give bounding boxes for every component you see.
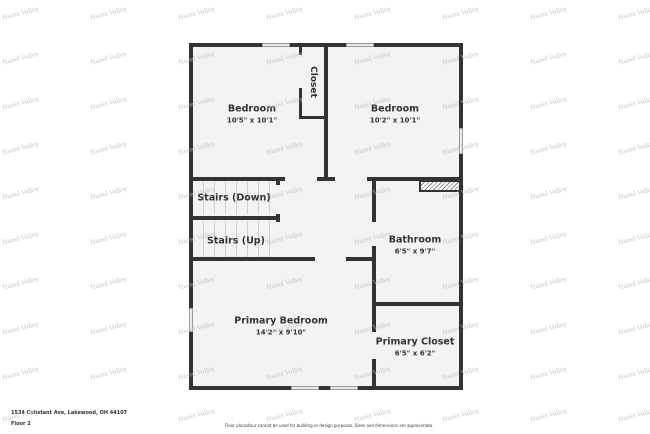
stairs-post-1: [276, 181, 280, 185]
room-label-bedroom-2: Bedroom 10'2" x 10'1": [370, 104, 420, 125]
wall-bedroom-center-bottom: [317, 177, 335, 181]
room-dimensions: 14'2" x 9'10": [255, 328, 307, 337]
window: [459, 128, 463, 154]
wall-stairs-bottom: [189, 257, 315, 261]
closet-wall-left: [299, 43, 302, 55]
room-label-bathroom: Bathroom 6'5" x 9'7": [389, 235, 442, 256]
room-name: Stairs (Down): [197, 192, 271, 204]
wall-bedroom1-bottom: [189, 177, 285, 181]
room-dimensions: 6'5" x 9'7": [394, 247, 436, 256]
window: [262, 43, 290, 47]
room-label-stairs-up: Stairs (Up): [207, 236, 265, 247]
duct-hatch: [419, 180, 461, 192]
room-name: Stairs (Up): [207, 235, 265, 247]
room-name: Primary Closet: [375, 336, 455, 348]
stairs-post-2: [276, 214, 280, 222]
primary-closet-wall-left-bottom: [372, 359, 376, 390]
wall-hall-bottom: [346, 257, 376, 261]
window: [189, 308, 193, 332]
outer-wall-bottom: [189, 386, 463, 390]
closet-wall-bottom: [299, 116, 327, 119]
floor-label: Floor 2: [11, 421, 31, 427]
room-dimensions: 10'2" x 10'1": [369, 116, 421, 125]
stairs-divider: [189, 216, 280, 220]
room-label-primary-bedroom: Primary Bedroom 14'2" x 9'10": [234, 316, 328, 337]
window: [346, 43, 374, 47]
bathroom-wall-left-bottom: [372, 246, 376, 306]
window: [291, 386, 319, 390]
room-dimensions: 6'5" x 6'2": [394, 349, 436, 358]
disclaimer-text: Floor plans/tour cannot be used for buil…: [225, 423, 434, 428]
room-label-bedroom-1: Bedroom 10'5" x 10'1": [227, 104, 277, 125]
wall-between-bedrooms: [324, 43, 328, 181]
address-text: 1534 Cohstant Ave, Lakewood, OH 44107: [11, 410, 128, 416]
room-label-stairs-down: Stairs (Down): [197, 193, 270, 204]
room-name: Bedroom: [370, 103, 420, 115]
window: [330, 386, 358, 390]
wall-bedroom2-bottom: [367, 177, 463, 181]
primary-closet-wall-left-top: [372, 302, 376, 332]
closet-wall-left-lower: [299, 88, 302, 119]
room-name: Primary Bedroom: [234, 315, 328, 327]
outer-wall-right: [459, 43, 463, 390]
bathroom-wall-bottom: [372, 302, 463, 306]
room-name: Bathroom: [388, 234, 442, 246]
bathroom-wall-left-top: [372, 177, 376, 222]
room-dimensions: 10'5" x 10'1": [226, 116, 278, 125]
room-label-primary-closet: Primary Closet 6'5" x 6'2": [376, 337, 455, 358]
room-label-closet: Closet: [308, 66, 318, 98]
room-name: Bedroom: [227, 103, 277, 115]
